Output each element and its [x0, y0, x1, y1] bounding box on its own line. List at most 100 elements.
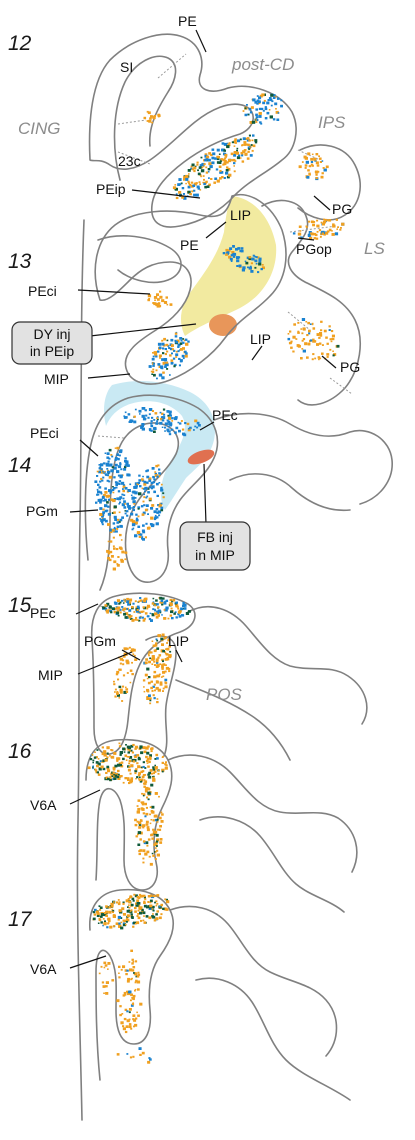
labeled-cell: [133, 894, 135, 896]
labeled-cell: [164, 679, 167, 682]
labeled-cell: [135, 746, 138, 749]
labeled-cell: [264, 100, 266, 102]
labeled-cell: [174, 184, 176, 186]
labeled-cell: [145, 756, 148, 758]
labeled-cell: [154, 299, 156, 301]
labeled-cell: [265, 108, 268, 110]
labeled-cell: [143, 501, 145, 503]
labeled-cell: [232, 245, 235, 248]
labeled-cell: [161, 668, 163, 670]
labeled-cell: [119, 463, 121, 465]
labeled-cell: [117, 599, 120, 602]
labeled-cell: [210, 178, 212, 180]
labeled-cell: [178, 358, 180, 360]
labeled-cell: [182, 342, 184, 344]
labeled-cell: [301, 332, 303, 334]
labeled-cell: [332, 335, 335, 338]
labeled-cell: [133, 503, 135, 505]
labeled-cell: [150, 425, 153, 427]
labeled-cell: [148, 776, 151, 779]
labeled-cell: [120, 927, 123, 930]
labeled-cell: [100, 760, 102, 762]
labeled-cell: [124, 558, 126, 560]
labeled-cell: [319, 332, 322, 335]
labeled-cell: [162, 597, 165, 599]
labeled-cell: [111, 749, 113, 751]
labeled-cell: [193, 170, 195, 172]
labeled-cell: [128, 756, 130, 758]
labeled-cell: [159, 482, 161, 484]
labeled-cell: [123, 498, 125, 500]
labeled-cell: [169, 413, 171, 415]
labeled-cell: [138, 851, 140, 853]
labeled-cell: [132, 926, 134, 928]
labeled-cell: [156, 910, 159, 912]
labeled-cell: [337, 345, 340, 348]
labeled-cell: [105, 964, 108, 966]
label-pg-13: PG: [340, 359, 360, 375]
labeled-cell: [156, 845, 158, 847]
labeled-cell: [104, 759, 107, 762]
labeled-cell: [158, 796, 160, 798]
labeled-cell: [99, 507, 102, 510]
labeled-cell: [156, 476, 158, 478]
labeled-cell: [124, 1018, 127, 1020]
labeled-cell: [131, 673, 134, 675]
labeled-cell: [98, 758, 100, 760]
labeled-cell: [132, 491, 134, 493]
labeled-cell: [150, 863, 153, 866]
labeled-cell: [162, 660, 164, 662]
labeled-cell: [161, 358, 164, 361]
labeled-cell: [297, 344, 300, 347]
section-15-number: 15: [8, 594, 32, 617]
labeled-cell: [159, 357, 161, 359]
labeled-cell: [157, 829, 159, 831]
labeled-cell: [312, 358, 314, 360]
labeled-cell: [155, 515, 157, 517]
labeled-cell: [132, 997, 135, 1000]
labeled-cell: [121, 482, 124, 485]
labeled-cell: [313, 158, 316, 161]
labeled-cell: [112, 471, 114, 473]
labeled-cell: [106, 766, 109, 769]
labeled-cell: [245, 114, 248, 117]
labeled-cell: [153, 491, 156, 493]
labeled-cell: [111, 757, 113, 759]
cell-cluster: [130, 464, 165, 540]
labeled-cell: [107, 471, 110, 474]
labeled-cell: [325, 232, 328, 235]
labeled-cell: [155, 644, 158, 647]
labeled-cell: [149, 413, 151, 415]
labeled-cell: [142, 530, 145, 533]
labeled-cell: [326, 166, 329, 169]
labeled-cell: [292, 351, 294, 353]
labeled-cell: [246, 144, 249, 146]
labeled-cell: [155, 754, 158, 756]
labeled-cell: [137, 896, 140, 899]
labeled-cell: [269, 109, 271, 111]
labeled-cell: [332, 338, 334, 340]
labeled-cell: [208, 162, 211, 165]
labeled-cell: [133, 1026, 135, 1028]
labeled-cell: [122, 748, 125, 751]
labeled-cell: [112, 529, 115, 532]
labeled-cell: [164, 430, 166, 432]
labeled-cell: [316, 343, 319, 346]
labeled-cell: [113, 511, 116, 513]
labeled-cell: [181, 420, 183, 422]
labeled-cell: [131, 962, 134, 964]
labeled-cell: [164, 366, 167, 369]
labeled-cell: [129, 1011, 131, 1013]
labeled-cell: [144, 117, 147, 119]
labeled-cell: [322, 172, 324, 174]
labeled-cell: [207, 185, 210, 188]
labeled-cell: [148, 294, 151, 297]
labeled-cell: [164, 763, 167, 765]
labeled-cell: [156, 417, 158, 419]
labeled-cell: [141, 801, 144, 804]
labeled-cell: [307, 169, 310, 171]
labeled-cell: [143, 481, 146, 484]
labeled-cell: [136, 519, 139, 522]
labeled-cell: [153, 655, 155, 656]
labeled-cell: [127, 914, 130, 917]
